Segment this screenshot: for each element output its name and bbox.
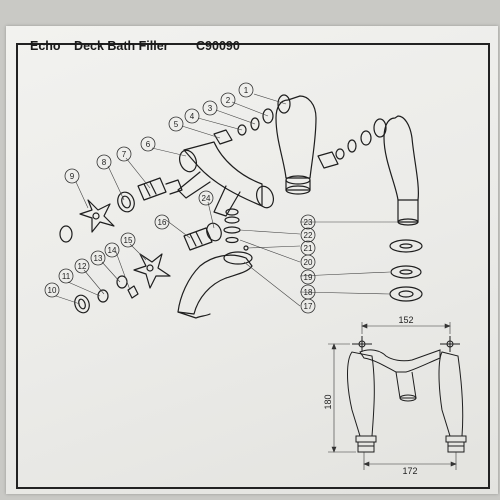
svg-text:24: 24 [202, 194, 211, 203]
lower-valve-cartridge [183, 222, 222, 251]
svg-text:18: 18 [304, 288, 313, 297]
svg-text:10: 10 [48, 286, 57, 295]
callout-4: 4 [184, 108, 200, 124]
svg-text:1: 1 [244, 86, 249, 95]
callout-18: 18 [300, 284, 316, 300]
callout-7: 7 [116, 146, 132, 162]
svg-text:6: 6 [146, 140, 151, 149]
callout-15: 15 [120, 232, 136, 248]
callout-8: 8 [96, 154, 112, 170]
callout-21: 21 [300, 240, 316, 256]
base-washers [389, 239, 423, 302]
callout-16: 16 [154, 214, 170, 230]
callout-11: 11 [58, 268, 74, 284]
instruction-sheet [6, 26, 498, 494]
callout-14: 14 [104, 242, 120, 258]
callout-3: 3 [202, 100, 218, 116]
svg-text:12: 12 [78, 262, 87, 271]
product-code: C90090 [196, 39, 240, 53]
svg-text:11: 11 [62, 272, 71, 281]
svg-text:22: 22 [304, 231, 313, 240]
callout-6: 6 [140, 136, 156, 152]
dimension-width-top: 152 [398, 315, 413, 325]
right-pillar-body [383, 115, 419, 226]
dimension-height: 180 [323, 394, 333, 409]
left-valve-cartridge [117, 177, 183, 213]
lower-small-parts [74, 275, 139, 314]
callout-20: 20 [300, 254, 316, 270]
svg-text:15: 15 [124, 236, 133, 245]
brand-name: Echo [30, 39, 61, 53]
svg-text:17: 17 [304, 302, 313, 311]
svg-text:9: 9 [70, 172, 75, 181]
svg-text:16: 16 [158, 218, 167, 227]
callout-labels: 1 2 3 4 5 6 7 8 9 10 11 12 13 14 15 16 1… [44, 82, 316, 314]
callout-13: 13 [90, 250, 106, 266]
svg-text:3: 3 [208, 104, 213, 113]
callout-12: 12 [74, 258, 90, 274]
svg-text:21: 21 [304, 244, 313, 253]
product-name: Deck Bath Filler [74, 39, 169, 53]
left-pillar-body [275, 95, 317, 195]
svg-text:2: 2 [226, 96, 231, 105]
svg-text:14: 14 [108, 246, 117, 255]
callout-24: 24 [198, 190, 214, 206]
svg-text:13: 13 [94, 254, 103, 263]
svg-text:5: 5 [174, 120, 179, 129]
bridge-body [177, 141, 275, 217]
dimension-inset: 152 180 172 [323, 315, 467, 476]
callout-10: 10 [44, 282, 60, 298]
svg-text:19: 19 [304, 273, 313, 282]
callout-19: 19 [300, 269, 316, 285]
svg-text:4: 4 [190, 112, 195, 121]
callout-5: 5 [168, 116, 184, 132]
callout-2: 2 [220, 92, 236, 108]
lower-cross-handle [133, 253, 171, 289]
callout-22: 22 [300, 227, 316, 243]
leader-lines [55, 93, 398, 307]
dimension-width-bottom: 172 [402, 466, 417, 476]
right-pillar-fittings [317, 118, 387, 169]
callout-17: 17 [300, 298, 316, 314]
callout-9: 9 [64, 168, 80, 184]
left-indice-cap [59, 225, 73, 243]
drawing-frame [16, 43, 490, 489]
svg-text:8: 8 [102, 158, 107, 167]
diverter-washers [223, 208, 249, 251]
spout [177, 251, 253, 319]
svg-text:23: 23 [304, 218, 313, 227]
document-title: Echo Deck Bath Filler C90090 [30, 39, 250, 53]
left-cross-handle [79, 199, 115, 233]
callout-1: 1 [238, 82, 254, 98]
callout-23: 23 [300, 214, 316, 230]
svg-text:20: 20 [304, 258, 313, 267]
svg-text:7: 7 [122, 150, 127, 159]
left-pillar-fittings [213, 94, 291, 145]
